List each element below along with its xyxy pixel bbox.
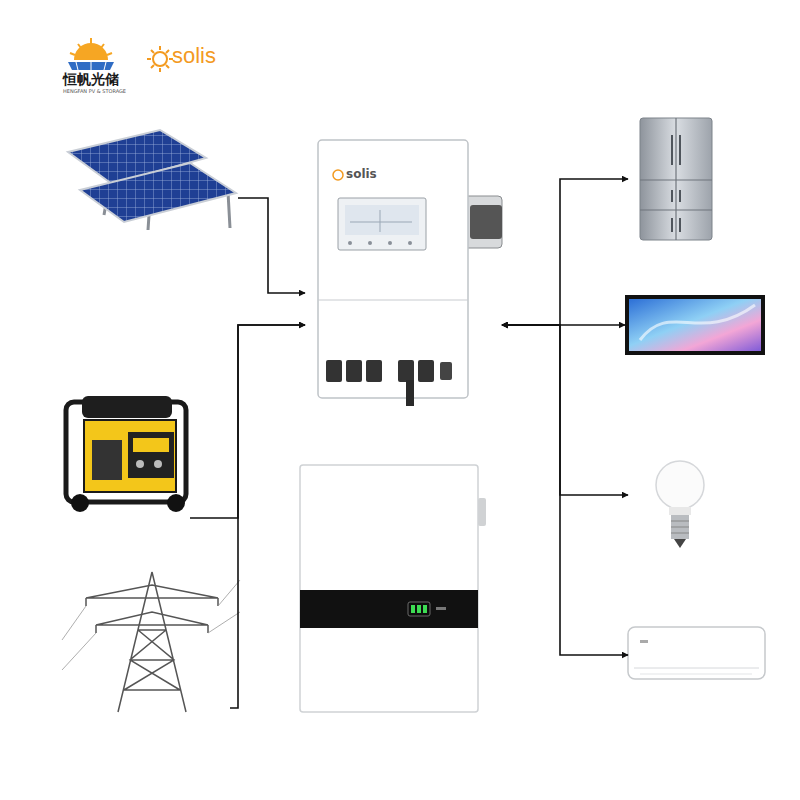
bulb-art — [656, 461, 704, 548]
battery-art-part — [417, 605, 421, 613]
tv-node — [625, 295, 765, 355]
air-conditioner-node — [628, 625, 765, 685]
inverter-art-part — [366, 360, 382, 382]
power-tower-art-part — [86, 598, 218, 633]
battery-node — [300, 465, 486, 712]
fridge-art — [640, 118, 712, 240]
generator-art-part — [133, 438, 169, 452]
power-flow-arrow — [502, 325, 628, 495]
tv-art-part — [629, 299, 761, 351]
power-flow-arrow — [238, 198, 305, 293]
fridge-art-part — [672, 135, 680, 232]
inverter-art — [318, 140, 502, 406]
generator-art-part — [128, 432, 174, 478]
solar-panel-node — [66, 128, 238, 228]
power-tower-art-part — [86, 585, 218, 625]
inverter-art-part — [418, 360, 434, 382]
brand-name: 恒帆光储 — [63, 72, 119, 86]
inverter-art-part — [388, 241, 392, 245]
node-label: solis — [346, 168, 377, 180]
bulb-art-part — [671, 515, 689, 539]
inverter-art-part — [348, 241, 352, 245]
battery-art-part — [300, 465, 478, 712]
bulb-node — [628, 445, 720, 545]
battery-art — [300, 465, 486, 712]
battery-art-part — [300, 590, 478, 628]
fridge-art-part — [640, 118, 712, 240]
generator-art — [66, 396, 186, 512]
power-flow-arrow — [230, 325, 305, 708]
hengfan-logo-icon — [68, 38, 114, 70]
inverter-art-part — [318, 140, 468, 398]
battery-art-part — [478, 498, 486, 526]
inverter-art-part — [346, 360, 362, 382]
air-conditioner-art-part — [640, 674, 752, 675]
air-conditioner-art-part — [634, 668, 759, 669]
generator-node — [60, 394, 190, 518]
inverter-art-part — [368, 241, 372, 245]
generator-art-part — [136, 460, 144, 468]
hengfan-logo-icon-part — [68, 62, 114, 70]
power-tower-art-part — [118, 572, 186, 712]
tv-art-part — [625, 295, 765, 355]
battery-art-part — [408, 602, 430, 616]
air-conditioner-art-part — [628, 627, 765, 679]
generator-art-part — [92, 440, 122, 480]
brand-logo-text: solis — [172, 45, 216, 67]
power-flow-arrow — [190, 325, 305, 518]
air-conditioner-art — [628, 627, 765, 679]
inverter-art-part — [350, 210, 412, 232]
generator-art-part — [84, 420, 176, 492]
air-conditioner-art-part — [640, 640, 648, 643]
inverter-art-part — [318, 300, 468, 301]
fridge-art-part — [640, 118, 712, 240]
solar-panel-art-part — [80, 163, 236, 222]
bulb-art-part — [656, 461, 704, 509]
inverter-art-part — [345, 205, 419, 235]
power-grid-node — [62, 570, 230, 712]
solis-logo-icon-part — [153, 52, 167, 66]
generator-art-part — [82, 396, 172, 418]
inverter-art-part — [470, 205, 502, 239]
bulb-art-part — [669, 507, 691, 515]
inverter-node: solis — [305, 140, 502, 402]
fridge-node — [628, 118, 712, 240]
inverter-art-part — [333, 170, 343, 180]
hengfan-logo-icon-part — [70, 38, 112, 55]
bulb-art-part — [671, 521, 689, 533]
generator-art-part — [154, 460, 162, 468]
generator-art-part — [167, 494, 185, 512]
inverter-art-part — [338, 198, 426, 250]
inverter-art-part — [408, 241, 412, 245]
power-flow-arrow — [502, 324, 625, 326]
generator-art-part — [71, 494, 89, 512]
solis-logo-icon-part — [147, 46, 173, 72]
brand-subtitle: HENGFAN PV & STORAGE — [63, 89, 126, 94]
battery-art-part — [423, 605, 427, 613]
tv-art-part — [640, 305, 755, 340]
inverter-art-part — [398, 360, 414, 382]
inverter-art-part — [440, 362, 452, 380]
hengfan-logo-icon-part — [76, 62, 106, 70]
battery-art-part — [411, 605, 415, 613]
power-flow-arrow — [502, 179, 628, 325]
solis-logo-icon — [147, 46, 173, 72]
power-tower-art — [62, 572, 240, 712]
tv-art — [625, 295, 765, 355]
battery-art-part — [436, 607, 446, 610]
inverter-art-part — [406, 380, 414, 406]
bulb-art-part — [674, 539, 686, 548]
inverter-art-part — [326, 360, 342, 382]
power-tower-art-part — [62, 580, 240, 670]
solar-panel-art — [68, 130, 236, 230]
power-flow-arrow — [502, 325, 628, 655]
